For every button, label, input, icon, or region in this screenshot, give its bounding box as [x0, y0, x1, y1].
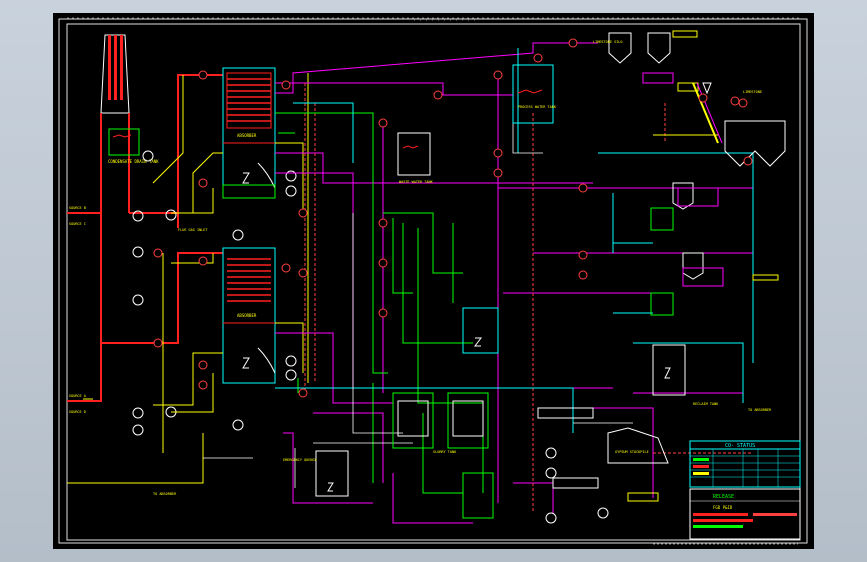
svg-text:ABSORBER: ABSORBER — [237, 133, 257, 138]
svg-text:TO ABSORBER: TO ABSORBER — [153, 492, 177, 496]
absorber-1: ABSORBER — [222, 67, 276, 199]
svg-text:EMERGENCY QUENCH: EMERGENCY QUENCH — [283, 458, 317, 462]
pid-diagram: · · · · · · · · · · · CONDENSATE DRAIN T… — [58, 17, 808, 545]
svg-text:GYPSUM STOCKPILE: GYPSUM STOCKPILE — [615, 450, 649, 454]
svg-text:SOURCE B: SOURCE B — [69, 206, 86, 210]
svg-text:LIMESTONE: LIMESTONE — [743, 90, 762, 94]
condensate-drain-tank: CONDENSATE DRAIN TANK — [108, 128, 159, 164]
svg-text:PROCESS WATER TANK: PROCESS WATER TANK — [518, 105, 557, 109]
svg-text:CONDENSATE DRAIN TANK: CONDENSATE DRAIN TANK — [108, 159, 159, 164]
process-lines — [275, 112, 484, 494]
absorber-pumps — [132, 150, 297, 436]
svg-text:WASTE WATER TANK: WASTE WATER TANK — [399, 180, 434, 184]
svg-text:SLURRY TANK: SLURRY TANK — [433, 450, 457, 454]
legend-table: CO- STATUS — [689, 440, 801, 488]
inner-frame — [66, 23, 801, 541]
title-block-subtitle: FGD P&ID — [713, 505, 733, 510]
water-lines — [67, 73, 309, 484]
svg-text:TO ABSORBER: TO ABSORBER — [748, 408, 772, 412]
stack — [100, 34, 130, 343]
flue-gas-ducts — [67, 74, 223, 402]
svg-text:FLUE GAS INLET: FLUE GAS INLET — [178, 228, 208, 232]
svg-text:RECLAIM TANK: RECLAIM TANK — [693, 402, 719, 406]
absorber-2: ABSORBER — [222, 247, 276, 384]
svg-text:ABSORBER: ABSORBER — [237, 313, 257, 318]
equipment-labels: SOURCE B SOURCE C SOURCE A SOURCE D FLUE… — [69, 40, 772, 496]
process-tanks: PROCESS WATER TANK WASTE WATER TANK — [315, 64, 724, 519]
svg-text:SOURCE A: SOURCE A — [69, 394, 87, 398]
title-block-heading: RELEASE — [713, 494, 734, 500]
title-block: RELEASE FGD P&ID — [689, 488, 801, 540]
gypsum-dewatering: GYPSUM STOCKPILE — [537, 407, 669, 524]
cooling-lines — [275, 48, 754, 433]
outer-frame — [58, 18, 808, 544]
legend-title: CO- STATUS — [725, 443, 755, 449]
sheet-header-text: · · · · · · · · · · · — [413, 18, 476, 24]
instrument-tags — [153, 38, 753, 398]
svg-text:LIMESTONE SILO: LIMESTONE SILO — [593, 40, 623, 44]
limestone-silos — [608, 30, 786, 281]
drawing-sheet[interactable]: · · · · · · · · · · · CONDENSATE DRAIN T… — [53, 13, 814, 549]
svg-text:SOURCE C: SOURCE C — [69, 222, 86, 226]
svg-text:SOURCE D: SOURCE D — [69, 410, 86, 414]
vent-lines — [304, 83, 753, 513]
